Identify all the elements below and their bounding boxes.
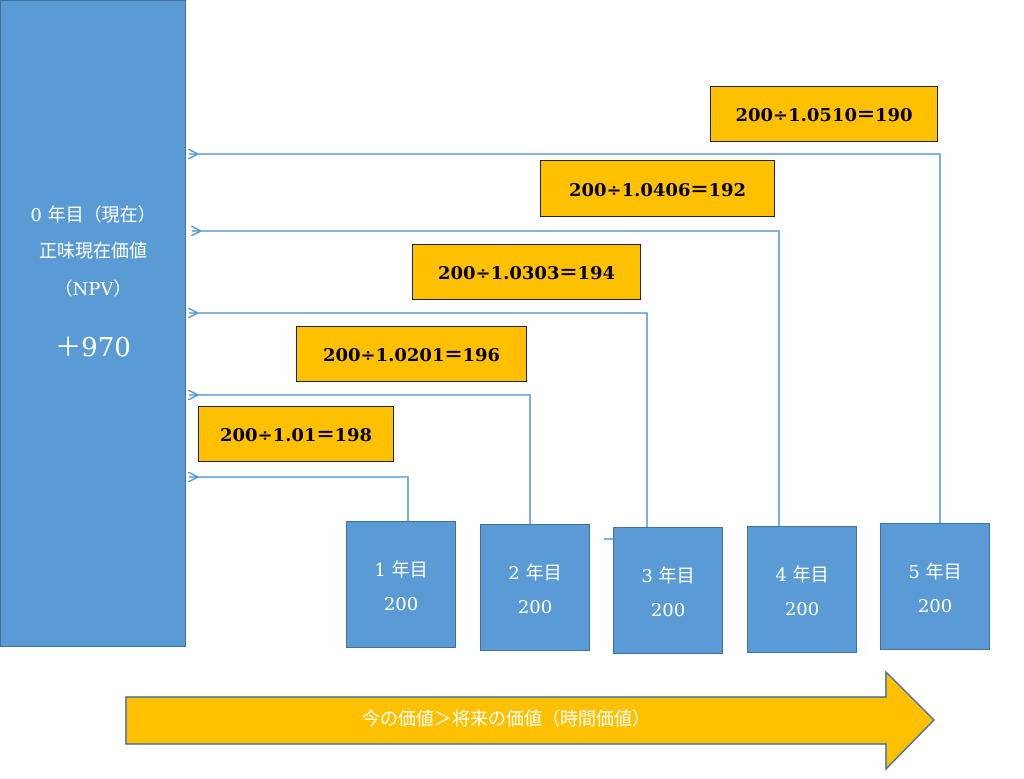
year-value: 200 [383, 594, 419, 615]
npv-abbrev: （NPV） [54, 279, 132, 300]
year-box-3: 3 年目 200 [613, 527, 723, 654]
equation-year1: 200÷1.01＝198 [198, 406, 394, 462]
equation-year5: 200÷1.0510＝190 [710, 86, 938, 142]
year-box-2: 2 年目 200 [480, 524, 590, 651]
npv-present-box: 0 年目（現在） 正味現在価値 （NPV） ＋970 [0, 0, 186, 647]
connector-year1 [189, 477, 409, 521]
year-label: 2 年目 [508, 563, 562, 584]
connector-year5 [189, 154, 941, 523]
year-label: 3 年目 [641, 566, 695, 587]
npv-value: ＋970 [55, 333, 131, 363]
equation-year4: 200÷1.0406＝192 [540, 160, 775, 217]
time-arrow-shape [125, 670, 936, 771]
year-label: 4 年目 [775, 565, 829, 586]
year-box-4: 4 年目 200 [747, 526, 857, 653]
year-value: 200 [917, 596, 953, 617]
time-arrow-label: 今の価値＞将来の価値（時間価値） [362, 709, 650, 730]
year-box-5: 5 年目 200 [880, 523, 990, 650]
connector-year2 [189, 395, 531, 524]
npv-title: 正味現在価値 [39, 241, 147, 262]
year-label: 1 年目 [374, 560, 428, 581]
year-value: 200 [517, 597, 553, 618]
year-label: 5 年目 [908, 562, 962, 583]
npv-year0-label: 0 年目（現在） [30, 205, 156, 226]
connector-year3 [189, 313, 648, 527]
connector-year4 [192, 231, 780, 526]
year-box-1: 1 年目 200 [346, 521, 456, 648]
year-value: 200 [650, 600, 686, 621]
equation-year3: 200÷1.0303＝194 [412, 244, 641, 300]
equation-year2: 200÷1.0201＝196 [296, 326, 527, 382]
year-value: 200 [784, 599, 820, 620]
